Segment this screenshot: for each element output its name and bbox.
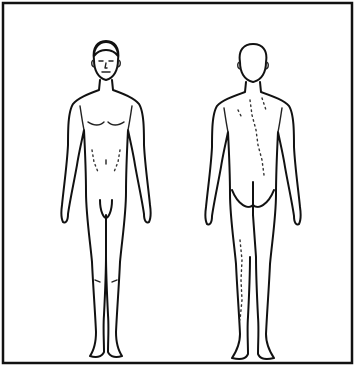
back-dots-shoulder-right	[262, 98, 266, 110]
front-figure	[61, 41, 150, 357]
back-head	[240, 44, 267, 82]
back-ears	[238, 62, 269, 69]
back-dots-spine	[250, 100, 264, 175]
front-dots-right	[114, 150, 120, 172]
front-chest	[88, 122, 124, 125]
back-body-right	[253, 82, 301, 359]
front-dots-left	[92, 150, 98, 172]
back-figure	[205, 44, 300, 359]
back-dots-leg	[240, 240, 242, 320]
back-dots-shoulder-left	[238, 110, 242, 118]
back-body-left	[205, 82, 250, 359]
front-body-left	[61, 80, 106, 357]
frame-border	[3, 3, 352, 363]
front-inner-arms	[80, 106, 132, 130]
front-body-right	[106, 80, 151, 357]
back-buttocks	[232, 182, 274, 215]
front-nose	[105, 63, 107, 68]
